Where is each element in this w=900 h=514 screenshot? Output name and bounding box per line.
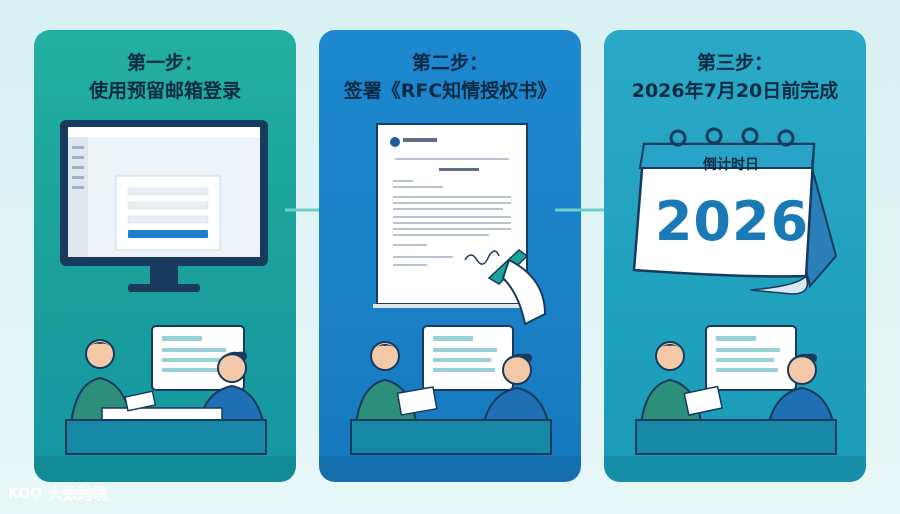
step-1-title: 第一步：	[126, 52, 203, 74]
floor	[604, 456, 866, 482]
calendar-label: 倒计时日	[703, 157, 759, 173]
logo-mark-icon: KOO	[8, 485, 43, 502]
step-1-panel: 第一步： 使用预留邮箱登录	[34, 30, 296, 482]
people-illustration	[65, 325, 268, 455]
people-illustration	[350, 325, 553, 455]
step-3-subtitle: 2026年7月20日前完成	[631, 80, 839, 102]
logo-text: 大数跨境	[48, 485, 109, 503]
calendar-year: 2026	[654, 190, 810, 253]
step-2-subtitle: 签署《RFC知情授权书》	[343, 80, 557, 102]
authorization-document-illustration	[373, 123, 547, 326]
step-1-subtitle: 使用预留邮箱登录	[88, 80, 241, 102]
step-3-panel: 第三步： 2026年7月20日前完成 倒计时日 2026	[604, 30, 866, 482]
watermark-logo: KOO 大数跨境	[8, 483, 108, 504]
floor	[34, 456, 296, 482]
monitor-illustration	[60, 120, 268, 292]
step-2-panel: 第二步： 签署《RFC知情授权书》	[319, 30, 581, 482]
step-2-title: 第二步：	[411, 52, 488, 74]
floor	[319, 456, 581, 482]
step-3-title: 第三步：	[696, 52, 773, 74]
people-illustration	[635, 325, 838, 455]
calendar-icon	[632, 127, 838, 295]
